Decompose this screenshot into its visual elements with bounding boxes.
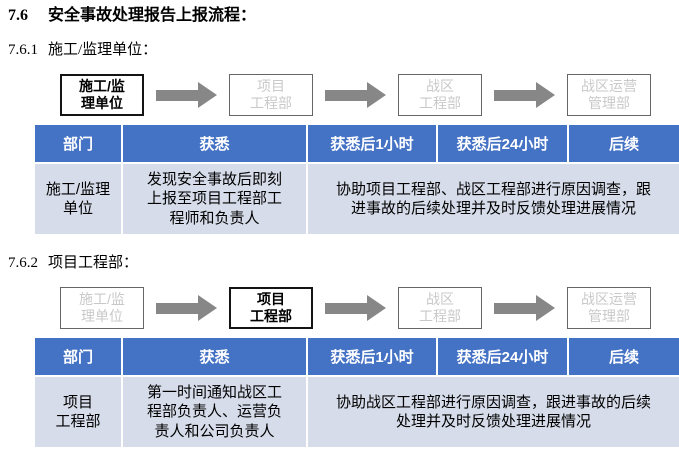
table-header-cell: 部门 (35, 338, 121, 375)
arrow-right-icon (494, 295, 555, 321)
table-header-cell: 获悉 (121, 125, 306, 162)
table-header-row: 部门 获悉 获悉后1小时 获悉后24小时 后续 (35, 338, 679, 375)
flow-box-construction-supervision: 施工/监 理单位 (60, 74, 144, 116)
cell-department: 施工/监理 单位 (35, 164, 121, 234)
flow-box-construction-supervision: 施工/监 理单位 (60, 287, 144, 329)
table-header-cell: 获悉后24小时 (436, 125, 567, 162)
cell-on-learning: 发现安全事故后即刻 上报至项目工程部工 程师和负责人 (121, 164, 306, 234)
report-table-762: 部门 获悉 获悉后1小时 获悉后24小时 后续 项目 工程部 第一时间通知战区工… (35, 338, 679, 447)
flow-box-project-engineering: 项目 工程部 (229, 74, 313, 116)
arrow-right-icon (494, 82, 555, 108)
cell-on-learning: 第一时间通知战区工 程部负责人、运营负 责人和公司负责人 (121, 377, 306, 447)
table-header-cell: 后续 (567, 338, 679, 375)
flow-box-theater-operations: 战区运营 管理部 (567, 287, 651, 329)
section-number: 7.6.2 (8, 255, 38, 271)
flow-box-project-engineering: 项目 工程部 (229, 287, 313, 329)
cell-followup-merged: 协助战区工程部进行原因调查，跟进事故的后续 处理并及时反馈处理进展情况 (306, 377, 679, 447)
cell-followup-merged: 协助项目工程部、战区工程部进行原因调查，跟 进事故的后续处理并及时反馈处理进展情… (306, 164, 679, 234)
arrow-right-icon (156, 82, 217, 108)
page-title: 7.6 安全事故处理报告上报流程： (8, 6, 679, 26)
arrow-right-icon (325, 82, 386, 108)
report-table-761: 部门 获悉 获悉后1小时 获悉后24小时 后续 施工/监理 单位 发现安全事故后… (35, 125, 679, 234)
flow-box-theater-operations: 战区运营 管理部 (567, 74, 651, 116)
table-header-cell: 获悉后1小时 (306, 338, 436, 375)
section-label-761: 7.6.1 施工/监理单位： (8, 41, 679, 59)
section-label-762: 7.6.2 项目工程部： (8, 254, 679, 272)
flow-diagram-761: 施工/监 理单位 项目 工程部 战区 工程部 战区运营 管理部 (60, 74, 679, 116)
arrow-right-icon (156, 295, 217, 321)
table-header-cell: 后续 (567, 125, 679, 162)
flow-diagram-762: 施工/监 理单位 项目 工程部 战区 工程部 战区运营 管理部 (60, 287, 679, 329)
flow-box-theater-engineering: 战区 工程部 (398, 287, 482, 329)
table-header-cell: 获悉后24小时 (436, 338, 567, 375)
section-title: 项目工程部： (48, 255, 139, 271)
table-header-cell: 获悉 (121, 338, 306, 375)
table-header-row: 部门 获悉 获悉后1小时 获悉后24小时 后续 (35, 125, 679, 162)
section-title: 施工/监理单位： (48, 42, 158, 58)
flow-box-theater-engineering: 战区 工程部 (398, 74, 482, 116)
table-header-cell: 部门 (35, 125, 121, 162)
cell-department: 项目 工程部 (35, 377, 121, 447)
arrow-right-icon (325, 295, 386, 321)
table-row: 施工/监理 单位 发现安全事故后即刻 上报至项目工程部工 程师和负责人 协助项目… (35, 164, 679, 234)
heading-number: 7.6 (8, 7, 28, 24)
section-number: 7.6.1 (8, 42, 38, 58)
heading-text: 安全事故处理报告上报流程： (48, 7, 257, 24)
table-header-cell: 获悉后1小时 (306, 125, 436, 162)
table-row: 项目 工程部 第一时间通知战区工 程部负责人、运营负 责人和公司负责人 协助战区… (35, 377, 679, 447)
